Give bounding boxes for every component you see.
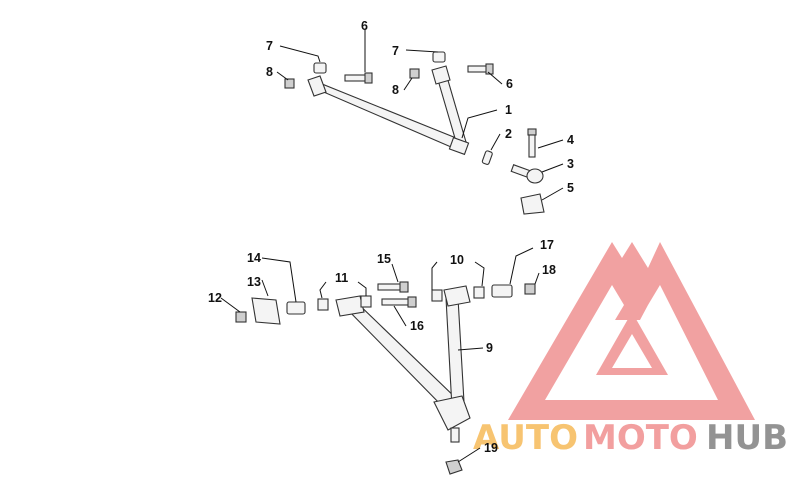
leader-18: [534, 272, 540, 285]
leader-3: [541, 163, 564, 173]
watermark-text-moto: MOTO: [583, 418, 698, 458]
lower-a-arm-assembly: [235, 281, 536, 475]
leader-lines: [220, 30, 564, 463]
callout-7-left: 7: [266, 39, 273, 53]
leader-10: [431, 261, 485, 290]
leader-8-right: [403, 77, 413, 91]
callout-18: 18: [542, 263, 556, 277]
lower-a-arm-front-bracket: [443, 285, 471, 307]
mount-plate-13: [251, 297, 281, 325]
bushing-7-right: [432, 51, 446, 63]
ball-joint-stud: [450, 427, 460, 443]
callout-11: 11: [335, 271, 348, 285]
callout-12: 12: [208, 291, 222, 305]
bolt-15-head: [399, 281, 409, 293]
upper-a-arm-rear-bracket: [307, 75, 327, 97]
nut-8-left: [284, 78, 295, 89]
clamp-5: [520, 193, 545, 215]
leader-11: [319, 281, 367, 299]
callout-10: 10: [450, 253, 464, 267]
callout-6-top: 6: [361, 19, 368, 33]
callouts: 1 2 3 4 5 6 6 7 7 8 8 9 10 11 12 13 14 1…: [208, 19, 574, 455]
nut-12: [235, 311, 247, 323]
leader-5: [541, 187, 564, 201]
watermark-logo: AUTO MOTO HUB: [473, 242, 788, 458]
leader-2: [490, 133, 501, 151]
bolt-6-right-shank: [467, 65, 489, 73]
leader-1: [461, 109, 498, 139]
bolt-16-head: [407, 296, 417, 308]
leader-15: [391, 263, 399, 283]
bushing-11-left: [317, 298, 329, 311]
nut-8-right: [409, 68, 420, 79]
leader-17: [509, 247, 534, 285]
callout-1: 1: [505, 103, 512, 117]
callout-15: 15: [377, 252, 391, 266]
leader-9: [457, 347, 484, 351]
callout-17: 17: [540, 238, 554, 252]
watermark-text-auto: AUTO: [473, 418, 578, 458]
callout-6-right: 6: [506, 77, 513, 91]
bolt-6-right-head: [485, 63, 494, 75]
rod-end-3-eye: [526, 168, 544, 184]
bolt-16-shank: [381, 298, 411, 306]
callout-2: 2: [505, 127, 512, 141]
leader-8-left: [276, 71, 289, 81]
bolt-4-shank: [528, 134, 536, 158]
callout-14: 14: [247, 251, 261, 265]
bolt-6-left-shank: [344, 74, 368, 82]
callout-8-left: 8: [266, 65, 273, 79]
bushing-10-left: [431, 289, 443, 302]
callout-19: 19: [484, 441, 498, 455]
nut-18: [524, 283, 536, 295]
bolt-4-head: [527, 128, 537, 136]
lower-a-arm-rear-bracket: [335, 295, 365, 317]
leader-7-left: [279, 45, 321, 63]
leader-19: [457, 447, 481, 463]
callout-5: 5: [567, 181, 574, 195]
leader-4: [537, 139, 564, 149]
lower-a-arm-rear-tube: [341, 297, 461, 413]
bushing-14: [286, 301, 306, 315]
lower-a-arm-ball-mount: [433, 395, 471, 431]
nut-19: [445, 459, 463, 475]
bolt-6-left-head: [364, 72, 373, 84]
leader-14: [261, 257, 297, 303]
bushing-7-left: [313, 62, 327, 74]
leader-13: [261, 279, 269, 297]
upper-a-arm-assembly: [284, 51, 545, 215]
callout-16: 16: [410, 319, 424, 333]
bushing-17: [491, 284, 513, 298]
watermark-inner-triangle: [596, 312, 668, 375]
bushing-10-right: [473, 286, 485, 299]
leader-7-right: [405, 49, 439, 53]
callout-4: 4: [567, 133, 574, 147]
callout-8-right: 8: [392, 83, 399, 97]
watermark-triangle: [508, 242, 755, 420]
upper-a-arm-front-bracket: [431, 65, 451, 85]
callout-13: 13: [247, 275, 261, 289]
bushing-11-right: [360, 295, 372, 308]
callout-7-right: 7: [392, 44, 399, 58]
leader-12: [220, 297, 241, 313]
bolt-15-shank: [377, 283, 403, 291]
upper-a-arm-ball-socket: [448, 136, 470, 156]
watermark-text-hub: HUB: [706, 418, 788, 458]
spacer-2: [481, 150, 493, 165]
callout-9: 9: [486, 341, 493, 355]
leader-16: [393, 305, 407, 327]
leader-6-right: [487, 71, 503, 85]
callout-3: 3: [567, 157, 574, 171]
